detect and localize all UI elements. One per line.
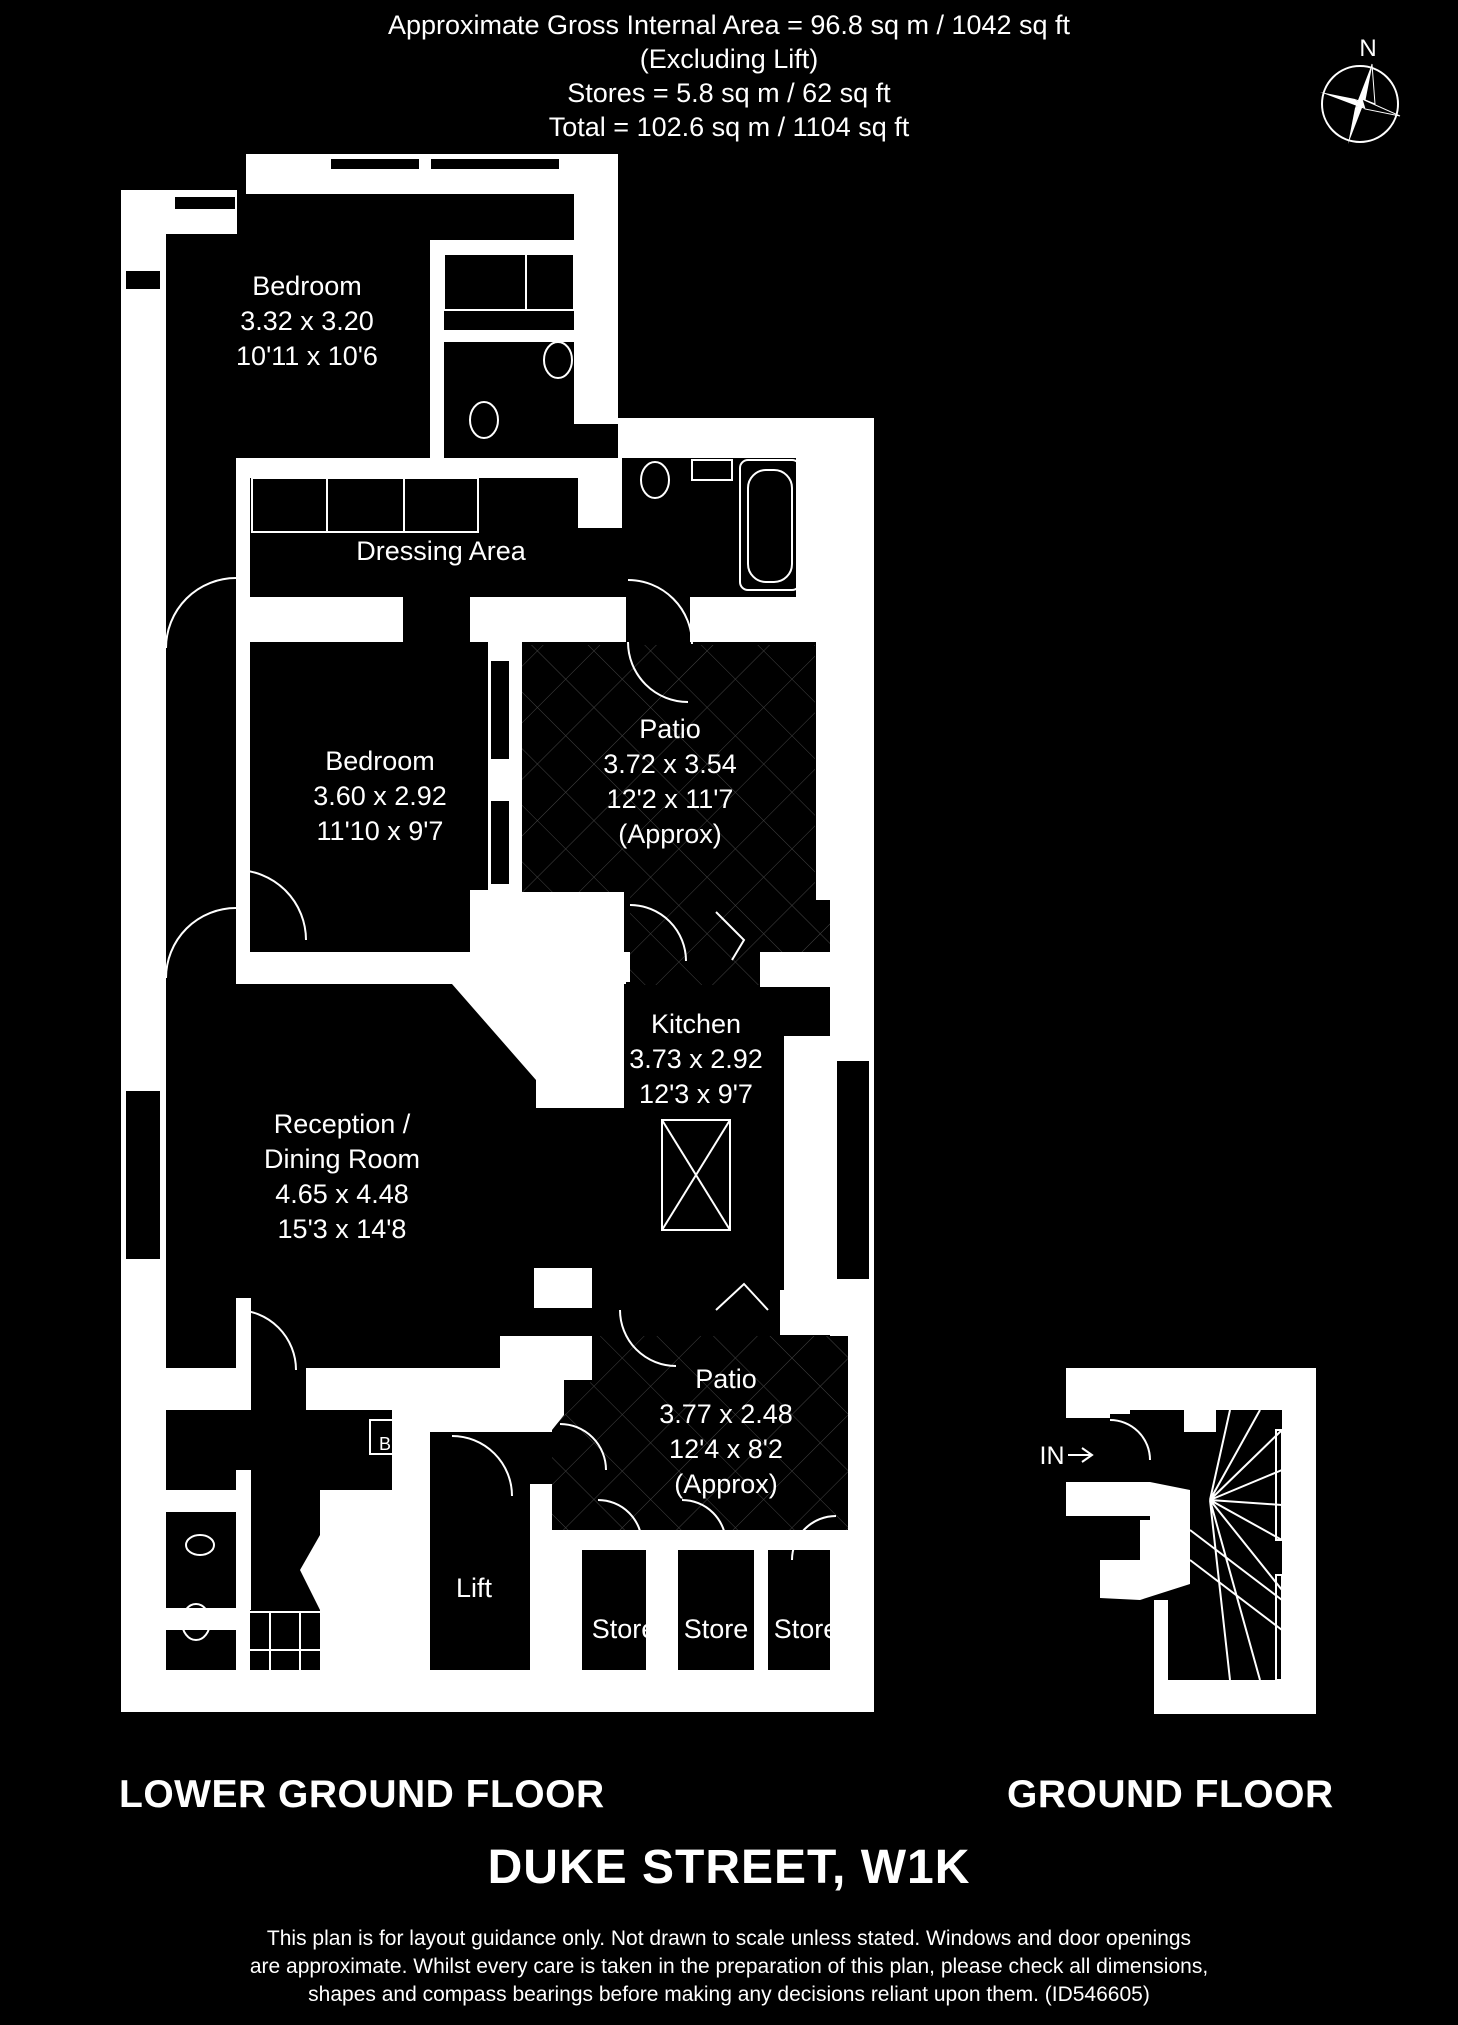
boiler-label: B — [379, 1434, 391, 1454]
svg-text:Bedroom: Bedroom — [325, 746, 435, 776]
disclaimer-line: This plan is for layout guidance only. N… — [266, 1927, 1192, 1950]
svg-text:3.60 x 2.92: 3.60 x 2.92 — [313, 781, 447, 811]
svg-text:Dressing Area: Dressing Area — [356, 536, 527, 566]
store-label: Store — [684, 1614, 749, 1644]
svg-text:3.72 x 3.54: 3.72 x 3.54 — [603, 749, 737, 779]
kitchen: Kitchen 3.73 x 2.92 12'3 x 9'7 — [629, 1009, 763, 1109]
disclaimer: This plan is for layout guidance only. N… — [0, 1925, 1458, 2009]
ground-floor-plan: IN — [1040, 1368, 1316, 1714]
svg-text:(Approx): (Approx) — [674, 1469, 778, 1499]
excluding-lift-text: (Excluding Lift) — [639, 44, 819, 74]
property-address: DUKE STREET, W1K — [487, 1841, 971, 1894]
svg-text:(Approx): (Approx) — [618, 819, 722, 849]
lower-ground-walls — [121, 154, 874, 1712]
patio-upper: Patio 3.72 x 3.54 12'2 x 11'7 (Approx) — [603, 714, 737, 849]
room-labels: Bedroom 3.32 x 3.20 10'11 x 10'6 Dressin… — [236, 271, 838, 1644]
svg-text:Patio: Patio — [639, 714, 701, 744]
disclaimer-line: shapes and compass bearings before makin… — [308, 1983, 1150, 2006]
svg-text:12'4 x 8'2: 12'4 x 8'2 — [669, 1434, 783, 1464]
bedroom-middle: Bedroom 3.60 x 2.92 11'10 x 9'7 — [313, 746, 447, 846]
patio-lower: Patio 3.77 x 2.48 12'4 x 8'2 (Approx) — [659, 1364, 793, 1499]
svg-text:Bedroom: Bedroom — [252, 271, 362, 301]
svg-text:Reception /: Reception / — [274, 1109, 411, 1139]
entrance-arrow-icon — [1068, 1447, 1094, 1463]
svg-text:12'3 x 9'7: 12'3 x 9'7 — [639, 1079, 753, 1109]
gross-area-text: Approximate Gross Internal Area = 96.8 s… — [387, 10, 1071, 40]
lift-label: Lift — [456, 1573, 493, 1603]
entrance-label: IN — [1040, 1442, 1065, 1470]
reception-dining: Reception / Dining Room 4.65 x 4.48 15'3… — [264, 1109, 420, 1244]
svg-text:Dining Room: Dining Room — [264, 1144, 420, 1174]
svg-text:Patio: Patio — [695, 1364, 757, 1394]
svg-text:3.77 x 2.48: 3.77 x 2.48 — [659, 1399, 793, 1429]
svg-text:11'10 x 9'7: 11'10 x 9'7 — [317, 816, 444, 846]
svg-text:4.65 x 4.48: 4.65 x 4.48 — [275, 1179, 409, 1209]
lower-ground-floor-label: LOWER GROUND FLOOR — [119, 1773, 605, 1816]
svg-text:10'11 x 10'6: 10'11 x 10'6 — [236, 341, 378, 371]
bedroom-upper: Bedroom 3.32 x 3.20 10'11 x 10'6 — [236, 271, 378, 371]
compass-north-label: N — [1359, 35, 1376, 62]
svg-text:15'3 x 14'8: 15'3 x 14'8 — [278, 1214, 407, 1244]
stores-area-text: Stores = 5.8 sq m / 62 sq ft — [567, 78, 891, 108]
patio-tiles — [522, 645, 848, 1530]
fixtures — [165, 253, 837, 1690]
disclaimer-line: are approximate. Whilst every care is ta… — [249, 1955, 1209, 1978]
total-area-text: Total = 102.6 sq m / 1104 sq ft — [548, 112, 910, 142]
svg-text:12'2 x 11'7: 12'2 x 11'7 — [607, 784, 734, 814]
store-label: Store — [774, 1614, 839, 1644]
svg-text:3.73 x 2.92: 3.73 x 2.92 — [629, 1044, 763, 1074]
svg-text:3.32 x 3.20: 3.32 x 3.20 — [240, 306, 374, 336]
store-label: Store — [592, 1614, 657, 1644]
dressing-area: Dressing Area — [356, 536, 527, 566]
ground-floor-label: GROUND FLOOR — [1007, 1773, 1334, 1816]
windows — [124, 157, 871, 1281]
compass-icon: N — [1320, 35, 1401, 144]
svg-text:Kitchen: Kitchen — [651, 1009, 741, 1039]
area-summary: Approximate Gross Internal Area = 96.8 s… — [0, 8, 1458, 144]
